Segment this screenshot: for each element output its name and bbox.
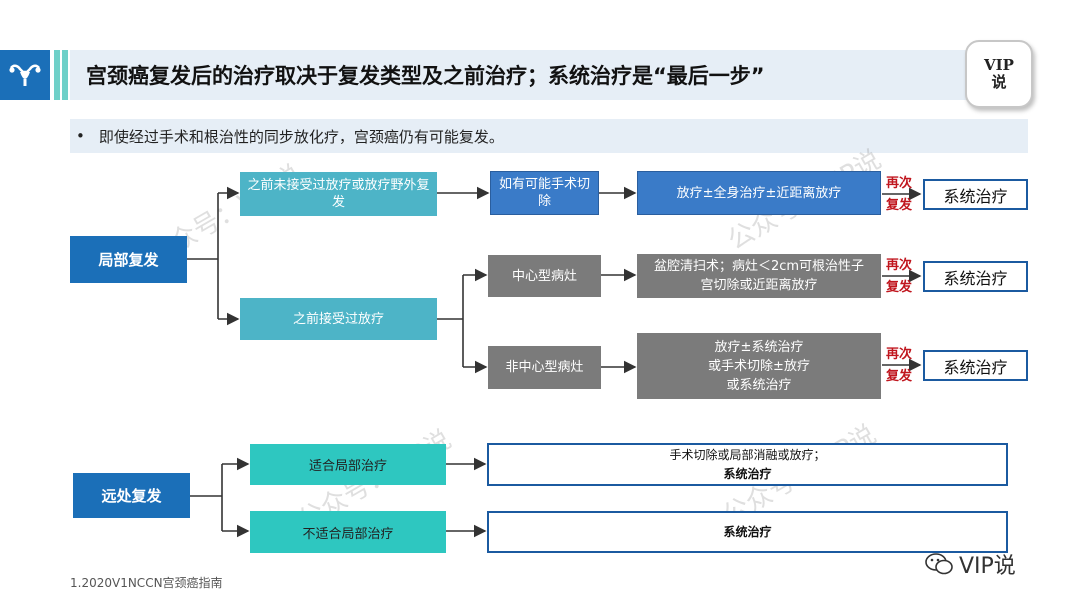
suitable-local-treatment-box: 适合局部治疗 bbox=[250, 444, 446, 485]
local-treatment-line2: 系统治疗 bbox=[723, 466, 772, 481]
re-recurrence-label: 再次 复发 bbox=[886, 255, 912, 299]
re-recurrence-label: 再次 复发 bbox=[886, 344, 912, 388]
surgery-if-possible-box: 如有可能手术切除 bbox=[490, 171, 599, 215]
central-treatment-line2: 宫切除或近距离放疗 bbox=[700, 278, 818, 293]
re-recurrence-line1: 再次 bbox=[886, 258, 913, 273]
systemic-therapy-box: 系统治疗 bbox=[923, 261, 1028, 292]
wechat-icon bbox=[925, 553, 953, 575]
wechat-signature: VIP说 bbox=[925, 548, 1016, 580]
re-recurrence-line2: 复发 bbox=[886, 198, 913, 213]
prior-radiotherapy-box: 之前接受过放疗 bbox=[240, 298, 437, 340]
central-treatment-line1: 盆腔清扫术；病灶＜2cm可根治性子 bbox=[653, 259, 865, 274]
rt-systemic-brachy-box: 放疗±全身治疗±近距离放疗 bbox=[637, 171, 881, 215]
systemic-only-box: 系统治疗 bbox=[487, 511, 1008, 553]
noncentral-lesion-box: 非中心型病灶 bbox=[488, 346, 601, 389]
header-stripe bbox=[54, 50, 60, 100]
bullet-band bbox=[70, 119, 1028, 153]
header-band bbox=[70, 50, 1030, 100]
uterus-icon bbox=[9, 64, 41, 86]
re-recurrence-line2: 复发 bbox=[886, 280, 913, 295]
bullet-dot: • bbox=[76, 127, 85, 145]
noncentral-treatment-box: 放疗±系统治疗 或手术切除±放疗 或系统治疗 bbox=[637, 333, 881, 399]
local-treatment-options-box: 手术切除或局部消融或放疗； 系统治疗 bbox=[487, 443, 1008, 486]
re-recurrence-line1: 再次 bbox=[886, 176, 913, 191]
vip-badge-line2: 说 bbox=[991, 73, 1007, 91]
unsuitable-local-treatment-box: 不适合局部治疗 bbox=[250, 511, 446, 553]
noncentral-treatment-line3: 或系统治疗 bbox=[726, 377, 792, 393]
logo bbox=[0, 50, 50, 100]
header-stripe bbox=[62, 50, 68, 100]
wechat-name: VIP说 bbox=[959, 554, 1016, 579]
vip-badge: VIP 说 bbox=[965, 40, 1033, 108]
central-lesion-box: 中心型病灶 bbox=[488, 255, 601, 297]
systemic-therapy-box: 系统治疗 bbox=[923, 179, 1028, 210]
central-treatment-box: 盆腔清扫术；病灶＜2cm可根治性子 宫切除或近距离放疗 bbox=[637, 254, 881, 298]
local-treatment-line1: 手术切除或局部消融或放疗； bbox=[669, 447, 826, 462]
noncentral-treatment-line2: 或手术切除±放疗 bbox=[708, 358, 810, 374]
local-recurrence-box: 局部复发 bbox=[70, 236, 187, 283]
no-prior-radiotherapy-box: 之前未接受过放疗或放疗野外复发 bbox=[240, 172, 437, 216]
footnote: 1.2020V1NCCN宫颈癌指南 bbox=[70, 576, 223, 590]
vip-badge-line1: VIP bbox=[984, 56, 1014, 74]
bullet-point: • 即使经过手术和根治性的同步放化疗，宫颈癌仍有可能复发。 bbox=[76, 119, 504, 153]
page-title: 宫颈癌复发后的治疗取决于复发类型及之前治疗；系统治疗是“最后一步” bbox=[86, 64, 765, 88]
systemic-therapy-box: 系统治疗 bbox=[923, 350, 1028, 381]
re-recurrence-label: 再次 复发 bbox=[886, 173, 912, 217]
noncentral-treatment-line1: 放疗±系统治疗 bbox=[714, 339, 804, 355]
distant-recurrence-box: 远处复发 bbox=[73, 473, 190, 518]
re-recurrence-line1: 再次 bbox=[886, 347, 913, 362]
re-recurrence-line2: 复发 bbox=[886, 369, 913, 384]
bullet-text: 即使经过手术和根治性的同步放化疗，宫颈癌仍有可能复发。 bbox=[98, 127, 504, 146]
